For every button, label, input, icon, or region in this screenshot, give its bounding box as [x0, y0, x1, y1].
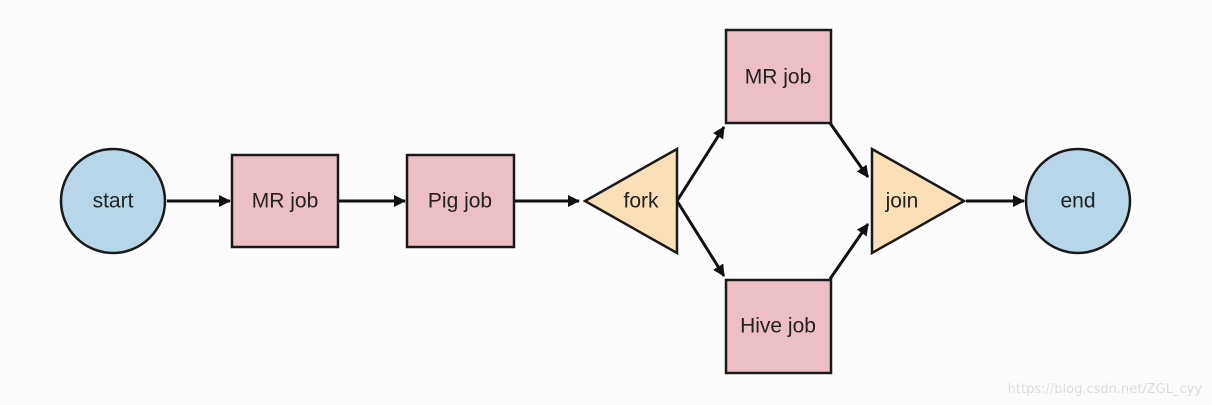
fork-triangle	[582, 146, 679, 256]
node-fork: fork	[582, 146, 679, 256]
pig-job-label: Pig job	[428, 190, 492, 213]
edge-mr-job-to-join	[828, 122, 870, 178]
end-label: end	[1060, 190, 1095, 213]
node-mr-job-1: MR job	[230, 153, 340, 249]
node-start: start	[59, 147, 167, 255]
mr-job-2-box	[724, 28, 833, 125]
pig-job-box	[405, 153, 516, 249]
node-end: end	[1024, 147, 1132, 255]
node-mr-job-2: MR job	[724, 28, 833, 125]
edges	[167, 122, 1025, 280]
node-join: join	[870, 146, 967, 256]
mr-job-2-label: MR job	[745, 66, 812, 89]
edge-fork-to-hive-job	[675, 200, 726, 277]
mr-job-1-box	[230, 153, 340, 249]
join-label: join	[885, 190, 919, 213]
node-hive-job: Hive job	[724, 278, 833, 375]
node-pig-job: Pig job	[405, 153, 516, 249]
start-circle	[59, 147, 167, 255]
edge-hive-job-to-join	[828, 223, 870, 280]
start-label: start	[93, 190, 134, 213]
hive-job-label: Hive job	[740, 315, 816, 338]
end-circle	[1024, 147, 1132, 255]
edge-fork-to-mr-job	[675, 126, 726, 202]
join-triangle	[870, 146, 967, 256]
hive-job-box	[724, 278, 833, 375]
mr-job-1-label: MR job	[252, 190, 319, 213]
watermark-text: https://blog.csdn.net/ZGL_cyy	[1007, 382, 1202, 397]
fork-label: fork	[623, 190, 659, 213]
